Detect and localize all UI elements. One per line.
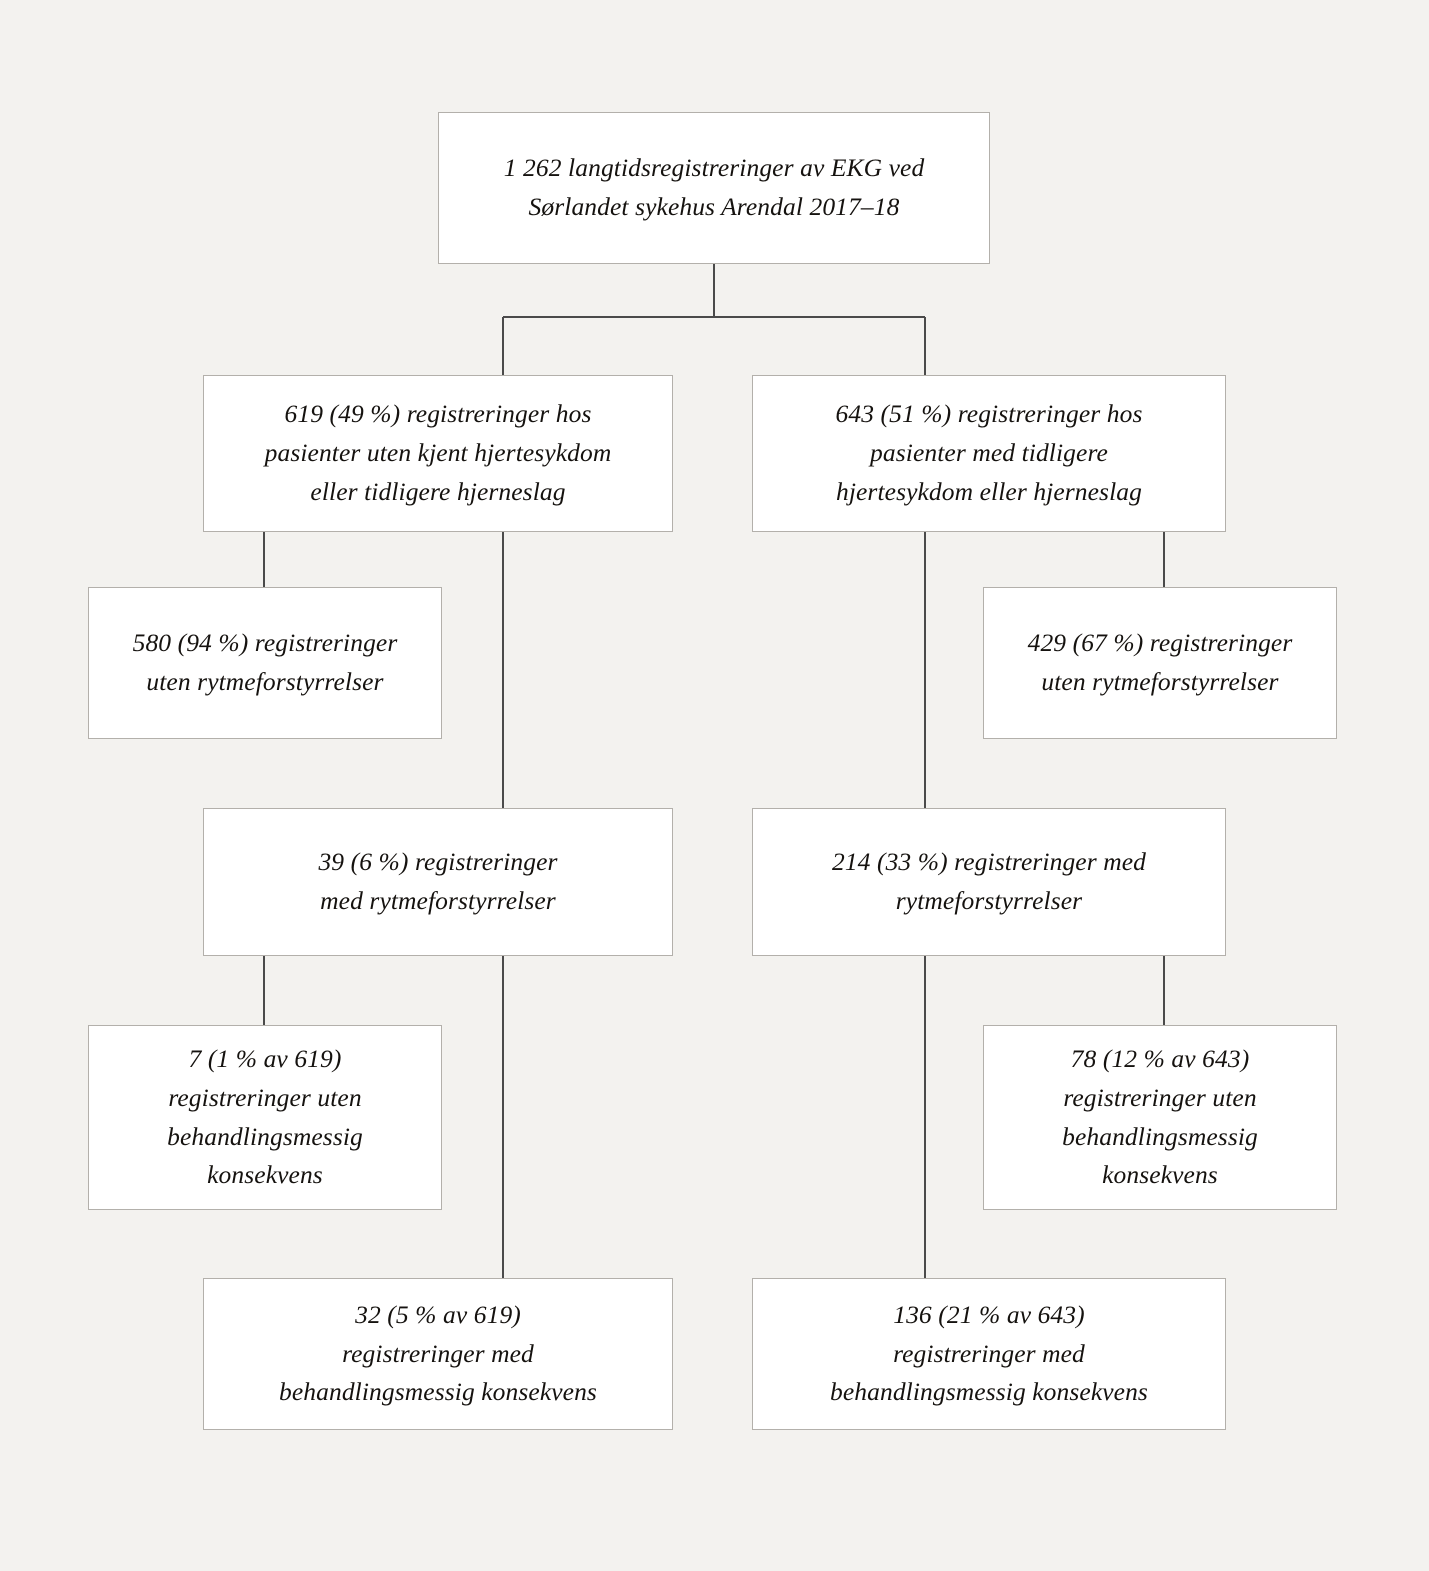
node-no-cvd-with-arrhythmia: 39 (6 %) registreringer med rytmeforstyr… <box>203 808 673 956</box>
node-no-cvd-with-treatment-consequence: 32 (5 % av 619) registreringer med behan… <box>203 1278 673 1430</box>
node-root-cohort-label: 1 262 langtidsregistreringer av EKG ved … <box>503 153 925 221</box>
node-no-cvd-with-arrhythmia-label: 39 (6 %) registreringer med rytmeforstyr… <box>318 847 558 915</box>
node-no-cvd-without-treatment-consequence: 7 (1 % av 619) registreringer uten behan… <box>88 1025 442 1210</box>
node-no-known-heart-disease: 619 (49 %) registreringer hos pasienter … <box>203 375 673 532</box>
node-cvd-without-arrhythmia: 429 (67 %) registreringer uten rytmefors… <box>983 587 1337 739</box>
node-no-cvd-without-treatment-consequence-label: 7 (1 % av 619) registreringer uten behan… <box>167 1044 363 1190</box>
node-cvd-with-treatment-consequence: 136 (21 % av 643) registreringer med beh… <box>752 1278 1226 1430</box>
node-no-cvd-with-treatment-consequence-label: 32 (5 % av 619) registreringer med behan… <box>279 1299 597 1407</box>
node-cvd-with-arrhythmia-label: 214 (33 %) registreringer med rytmeforst… <box>831 847 1147 915</box>
node-no-cvd-without-arrhythmia: 580 (94 %) registreringer uten rytmefors… <box>88 587 442 739</box>
node-cvd-with-arrhythmia: 214 (33 %) registreringer med rytmeforst… <box>752 808 1226 956</box>
node-cvd-without-arrhythmia-label: 429 (67 %) registreringer uten rytmefors… <box>1027 628 1293 696</box>
node-prior-heart-disease: 643 (51 %) registreringer hos pasienter … <box>752 375 1226 532</box>
node-cvd-with-treatment-consequence-label: 136 (21 % av 643) registreringer med beh… <box>830 1299 1148 1407</box>
node-no-cvd-without-arrhythmia-label: 580 (94 %) registreringer uten rytmefors… <box>132 628 398 696</box>
node-root-cohort: 1 262 langtidsregistreringer av EKG ved … <box>438 112 990 264</box>
node-cvd-without-treatment-consequence: 78 (12 % av 643) registreringer uten beh… <box>983 1025 1337 1210</box>
node-no-known-heart-disease-label: 619 (49 %) registreringer hos pasienter … <box>264 399 612 506</box>
node-cvd-without-treatment-consequence-label: 78 (12 % av 643) registreringer uten beh… <box>1062 1044 1258 1190</box>
node-prior-heart-disease-label: 643 (51 %) registreringer hos pasienter … <box>835 399 1143 506</box>
